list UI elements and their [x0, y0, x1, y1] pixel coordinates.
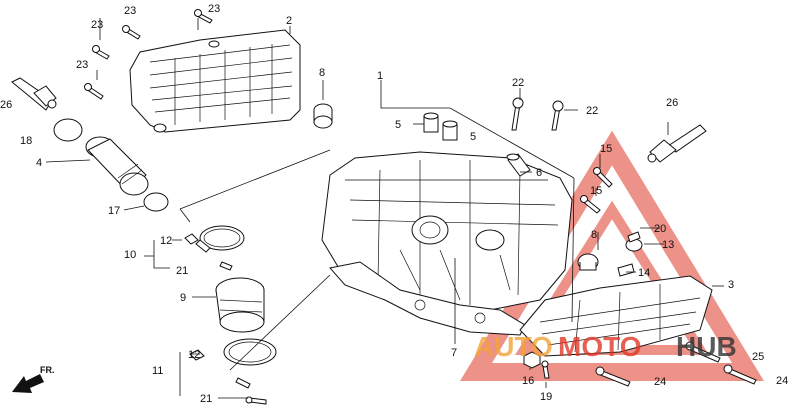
- callout-5a: 5: [395, 119, 401, 131]
- fr-label: FR.: [40, 365, 55, 375]
- callout-23a: 23: [124, 5, 136, 17]
- cylinder-head-cover: [129, 29, 301, 133]
- o-ring-18: [53, 118, 83, 142]
- watermark-auto: AUTO: [474, 331, 553, 362]
- head-bolts-22: [511, 97, 564, 131]
- callout-16: 16: [522, 375, 534, 387]
- callout-11: 11: [152, 365, 163, 377]
- carburetor-insulator: [215, 277, 265, 333]
- callout-21a: 21: [176, 265, 188, 277]
- callout-19: 19: [540, 391, 552, 403]
- callout-23c: 23: [91, 19, 103, 31]
- callout-14: 14: [638, 267, 650, 279]
- callout-23b: 23: [208, 3, 220, 15]
- bolts-15: [580, 167, 613, 214]
- callout-24b: 24: [776, 375, 788, 387]
- rear-cylinder-head-cover: [519, 275, 713, 357]
- plug-8-right: [577, 253, 599, 271]
- o-ring-17: [143, 192, 169, 212]
- callout-15a: 15: [600, 143, 612, 155]
- callout-26a: 26: [0, 99, 12, 111]
- hose-clamp-lower: [189, 338, 277, 405]
- watermark-hub: HUB: [676, 331, 737, 362]
- leader-lines: [45, 18, 724, 399]
- hose-clamp-upper: [184, 225, 245, 271]
- callout-17: 17: [108, 205, 120, 217]
- callout-25: 25: [752, 351, 764, 363]
- callout-9: 9: [180, 292, 186, 304]
- callout-1: 1: [377, 70, 383, 82]
- callout-21b: 21: [200, 393, 212, 405]
- callout-12b: 12: [188, 349, 200, 361]
- cover-bolts: [84, 9, 213, 100]
- nut-16-bolt-19: [523, 351, 550, 379]
- watermark-moto: MOTO: [558, 331, 641, 362]
- collar-6: [506, 153, 531, 177]
- callout-20: 20: [654, 223, 666, 235]
- callout-3: 3: [728, 279, 734, 291]
- bolts-24-25: [595, 341, 757, 387]
- callout-10: 10: [124, 249, 136, 261]
- front-direction-arrow: [12, 374, 44, 393]
- plug-8-top: [313, 103, 333, 129]
- callout-26b: 26: [666, 97, 678, 109]
- small-parts-13-14-20: [617, 231, 643, 277]
- callout-24a: 24: [654, 376, 666, 388]
- callout-12a: 12: [160, 235, 172, 247]
- callout-8a: 8: [319, 67, 325, 79]
- watermark-text: AUTO MOTO HUB: [474, 331, 737, 362]
- callout-5b: 5: [470, 131, 476, 143]
- callout-13: 13: [662, 239, 674, 251]
- callout-2: 2: [286, 15, 292, 27]
- callout-22b: 22: [586, 105, 598, 117]
- spark-plug-right: [647, 124, 707, 163]
- intake-pipe: [85, 136, 149, 196]
- callout-labels: 1 2 3 4 5 5 6 7 8 8 9 10 11 12 12 13 14 …: [0, 3, 788, 405]
- spark-plug-left: [11, 77, 57, 111]
- dowel-pins: [423, 112, 458, 141]
- callout-8b: 8: [591, 229, 597, 241]
- callout-4: 4: [36, 157, 42, 169]
- callout-18: 18: [20, 135, 32, 147]
- callout-15b: 15: [590, 185, 602, 197]
- callout-7: 7: [451, 347, 457, 359]
- callout-23d: 23: [76, 59, 88, 71]
- callout-6: 6: [536, 167, 542, 179]
- callout-22a: 22: [512, 77, 524, 89]
